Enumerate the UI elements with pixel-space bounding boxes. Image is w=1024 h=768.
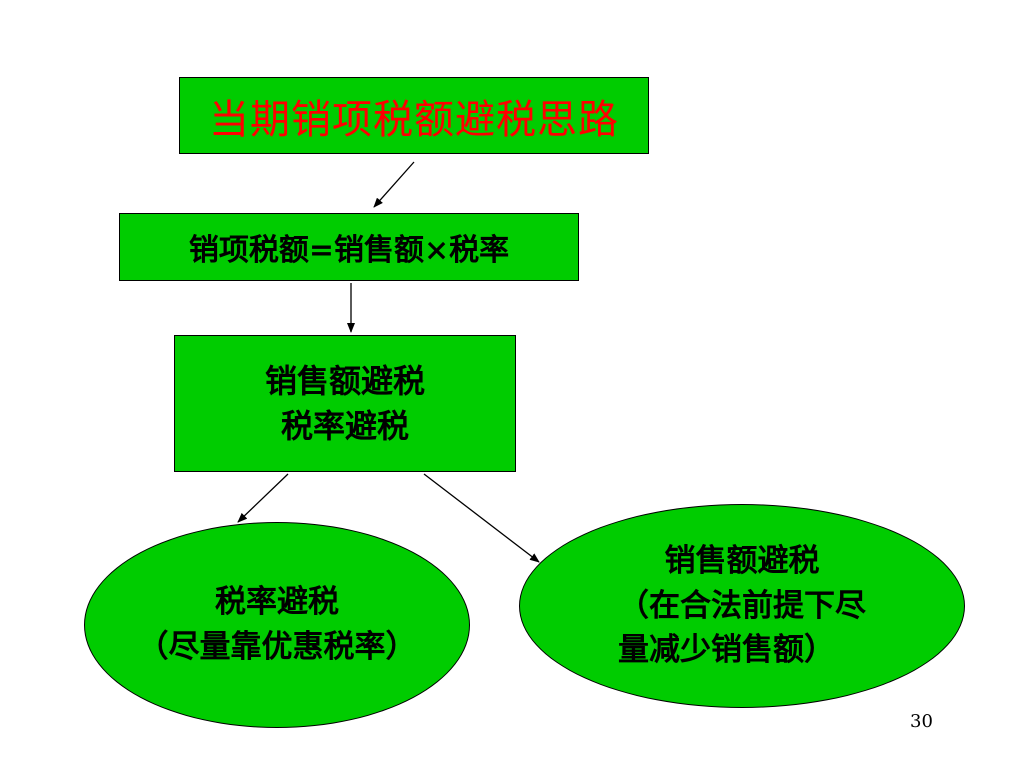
left-ellipse-line-2: （尽量靠优惠税率） — [137, 629, 417, 665]
formula-box: 销项税额=销售额×税率 — [119, 213, 579, 281]
arrow-methods-to-left — [237, 473, 289, 523]
title-box: 当期销项税额避税思路 — [179, 77, 649, 154]
methods-line-1: 销售额避税 — [264, 361, 425, 400]
page-number: 30 — [910, 711, 933, 732]
right-ellipse-line-2: （在合法前提下尽 — [618, 587, 866, 624]
formula-text: 销项税额=销售额×税率 — [188, 233, 510, 268]
title-text: 当期销项税额避税思路 — [209, 96, 619, 143]
sales-avoidance-ellipse: 销售额避税 （在合法前提下尽 量减少销售额） — [519, 504, 965, 708]
left-ellipse-line-1: 税率避税 — [215, 584, 339, 621]
right-ellipse-line-3: 量减少销售额） — [618, 632, 835, 669]
right-ellipse-text: 销售额避税 （在合法前提下尽 量减少销售额） — [618, 539, 866, 674]
methods-box: 销售额避税 税率避税 — [174, 335, 516, 472]
methods-line-2: 税率避税 — [280, 406, 409, 445]
arrow-methods-to-right — [423, 473, 540, 563]
rate-avoidance-ellipse: 税率避税 （尽量靠优惠税率） — [84, 522, 470, 728]
arrow-title-to-formula — [373, 161, 415, 208]
right-ellipse-line-1: 销售额避税 — [664, 542, 820, 579]
